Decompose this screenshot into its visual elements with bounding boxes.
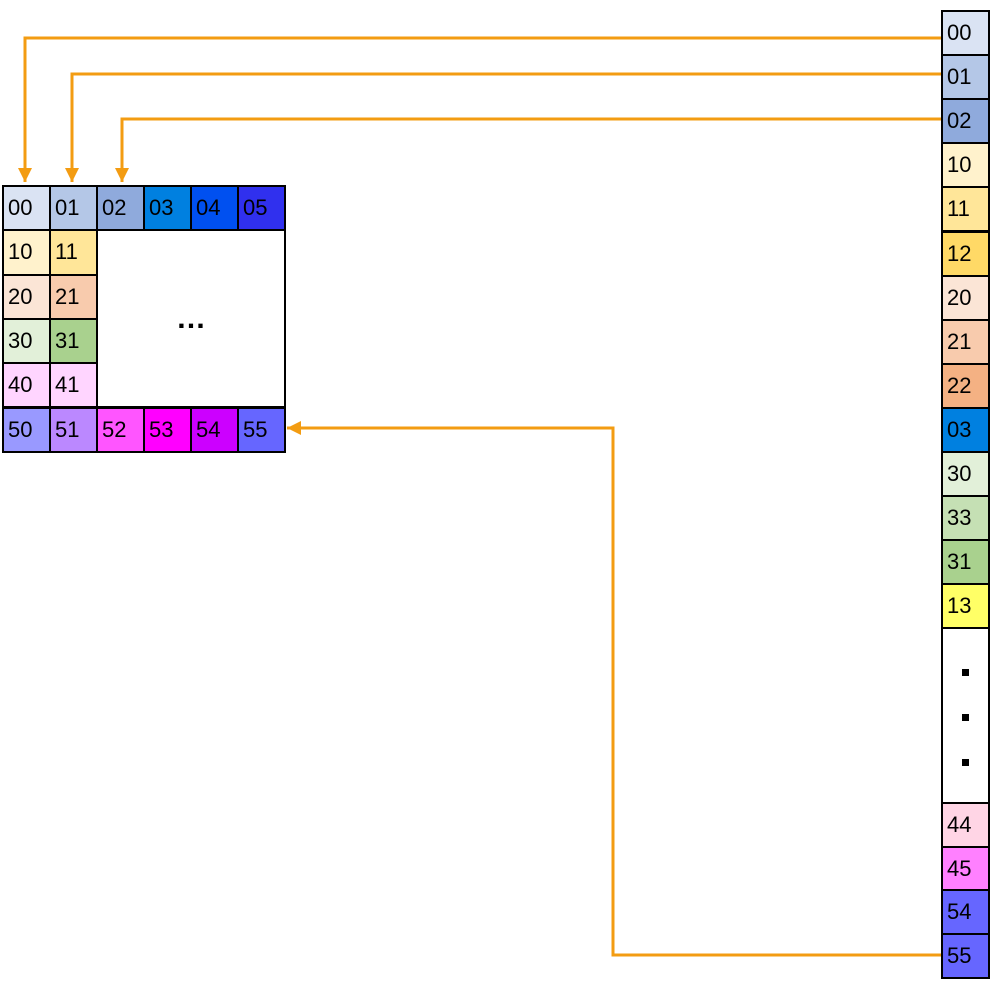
matrix-cell-55: 55	[237, 406, 286, 453]
memory-cell-03: 03	[941, 406, 990, 453]
memory-cell-21: 21	[941, 318, 990, 365]
matrix-ellipsis: …	[96, 229, 286, 409]
memory-cell-00: 00	[941, 10, 990, 57]
memory-cell-02: 02	[941, 98, 990, 145]
memory-cell-45-bottom: 45	[941, 845, 990, 892]
ellipsis-dot-2	[962, 714, 969, 722]
matrix-cell-30: 30	[2, 317, 51, 365]
matrix-cell-03: 03	[143, 185, 192, 232]
memory-cell-10: 10	[941, 142, 990, 189]
matrix-cell-00: 00	[2, 185, 51, 232]
matrix-cell-11: 11	[49, 229, 98, 276]
matrix-cell-05: 05	[237, 185, 286, 232]
memory-cell-01: 01	[941, 54, 990, 101]
memory-cell-12: 12	[941, 230, 990, 277]
memory-cell-55-bottom: 55	[941, 933, 990, 979]
arrow-00	[18, 36, 941, 182]
matrix-cell-50: 50	[2, 406, 51, 453]
memory-cell-22: 22	[941, 362, 990, 409]
memory-cell-20: 20	[941, 274, 990, 321]
ellipsis-dot-3	[962, 759, 969, 767]
arrow-01	[65, 72, 941, 182]
arrow-02	[115, 117, 941, 182]
memory-vertical-ellipsis	[941, 627, 990, 804]
matrix-cell-04: 04	[190, 185, 239, 232]
arrow-55	[287, 421, 941, 957]
memory-cell-44-bottom: 44	[941, 802, 990, 848]
ellipsis-dot-1	[962, 669, 969, 677]
